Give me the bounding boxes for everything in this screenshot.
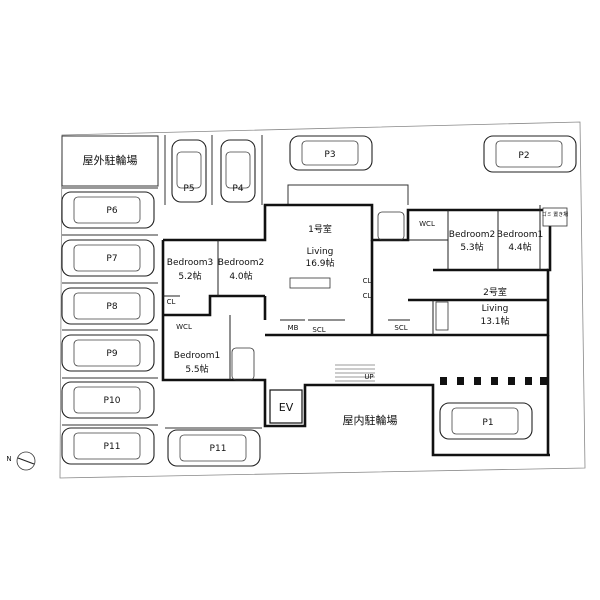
bedroom2-size: 4.0帖 (229, 270, 252, 282)
stairs-up-label: UP (364, 373, 373, 381)
bedroom1-name: Bedroom1 (174, 351, 220, 361)
bedroom1-size: 5.5帖 (185, 363, 208, 375)
trash-label: ゴミ 置き場 (542, 211, 569, 218)
elevator-label: EV (279, 401, 294, 414)
trash-area (542, 207, 568, 227)
unit2-title: 2号室 (483, 286, 507, 298)
kitchen-counter-1 (289, 277, 331, 289)
site-boundary (59, 121, 586, 479)
left-wcl-label: WCL (176, 323, 192, 331)
unit2-living-size: 13.1帖 (480, 315, 509, 327)
parking-lines (62, 135, 263, 429)
bathtub-1 (231, 347, 255, 381)
parking-label-p10: P10 (104, 396, 121, 406)
unit2-cl-label: CL (363, 292, 372, 300)
parking-label-p4: P4 (232, 184, 243, 194)
compass-letter: N (6, 455, 11, 463)
stairs (335, 364, 375, 382)
car-p1: P1 (439, 402, 533, 440)
unit2-bedroom1-size: 4.4帖 (508, 241, 531, 253)
car-p6: P6 (61, 191, 155, 229)
unit1-cl-label: CL (363, 277, 372, 285)
left-mb-label: MB (288, 324, 299, 332)
car-p7: P7 (61, 239, 155, 277)
car-p11-right: P11 (167, 429, 261, 467)
bedroom2-name: Bedroom2 (218, 258, 264, 268)
bedroom3-name: Bedroom3 (167, 258, 213, 268)
parking-label-p5: P5 (183, 184, 194, 194)
unit2-scl-label: SCL (394, 324, 407, 332)
parking-label-p7: P7 (106, 254, 117, 264)
bedroom3-size: 5.2帖 (178, 270, 201, 282)
unit2-bedroom1-name: Bedroom1 (497, 230, 543, 240)
unit2-bedroom2-name: Bedroom2 (449, 230, 495, 240)
unit2-wcl-label: WCL (419, 220, 435, 228)
kitchen-counter-2 (435, 301, 449, 331)
unit1-living-name: Living (307, 247, 334, 257)
entrance-canopy (287, 184, 409, 205)
outdoor-bike-parking-label: 屋外駐輪場 (83, 153, 138, 167)
parking-label-p11-left: P11 (104, 442, 121, 452)
car-p11-left: P11 (61, 427, 155, 465)
unit1-title: 1号室 (308, 223, 332, 235)
parking-label-p2: P2 (518, 151, 529, 161)
compass-icon: N (6, 451, 36, 471)
unit1-living-size: 16.9帖 (305, 257, 334, 269)
parking-label-p9: P9 (106, 349, 117, 359)
indoor-bike-parking-label: 屋内駐輪場 (343, 413, 398, 427)
outdoor-bike-parking-area (61, 135, 159, 187)
car-p10: P10 (61, 381, 155, 419)
parking-label-p3: P3 (324, 150, 335, 160)
car-p2: P2 (483, 135, 577, 173)
elevator-box (269, 389, 303, 424)
unit2-bedroom2-size: 5.3帖 (460, 241, 483, 253)
unit2-living-name: Living (482, 304, 509, 314)
interior-lines (163, 205, 541, 380)
bathtub-2 (377, 211, 405, 241)
parking-label-p11-right: P11 (210, 444, 227, 454)
left-scl-label: SCL (312, 326, 325, 334)
left-cl-label: CL (167, 298, 176, 306)
car-p8: P8 (61, 287, 155, 325)
car-p4: P4 (220, 139, 256, 203)
parking-label-p1: P1 (482, 418, 493, 428)
parking-label-p6: P6 (106, 206, 117, 216)
car-p9: P9 (61, 334, 155, 372)
garage-window-bars (440, 377, 547, 385)
car-p5: P5 (171, 139, 207, 203)
car-p3: P3 (289, 135, 373, 171)
building-walls (161, 203, 552, 457)
parking-label-p8: P8 (106, 302, 117, 312)
